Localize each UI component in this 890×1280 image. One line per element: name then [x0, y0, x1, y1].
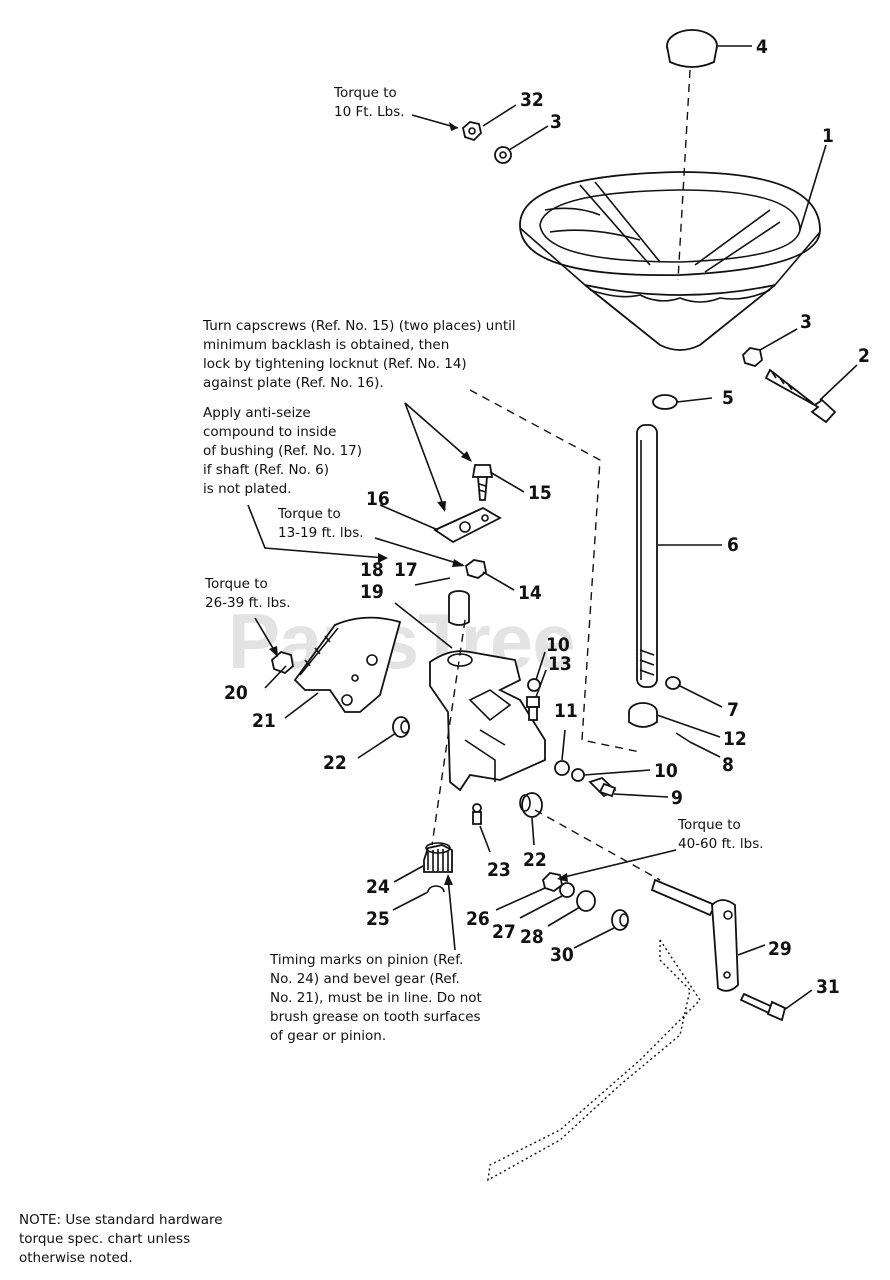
bushing-17 — [448, 590, 470, 626]
bushing-22b — [519, 792, 543, 818]
spacer-30 — [611, 909, 629, 931]
callout-16: 16 — [366, 488, 390, 510]
callout-5: 5 — [722, 387, 734, 409]
callout-7: 7 — [727, 699, 739, 721]
note-torque-32: Torque to 10 Ft. Lbs. — [334, 85, 405, 120]
callout-32: 32 — [520, 89, 544, 111]
callout-31: 31 — [816, 976, 840, 998]
nut-20 — [271, 650, 294, 675]
callout-9: 9 — [671, 787, 683, 809]
steering-arm-29 — [650, 878, 739, 992]
callout-6: 6 — [727, 534, 739, 556]
plate-16 — [433, 506, 502, 544]
callout-22a: 22 — [323, 752, 347, 774]
nut-32 — [462, 121, 482, 142]
steering-shaft — [636, 424, 658, 688]
callout-10b: 10 — [654, 760, 678, 782]
callout-18: 18 — [360, 559, 384, 581]
pin-7 — [665, 676, 681, 690]
callout-8: 8 — [722, 754, 734, 776]
note-footer: NOTE: Use standard hardware torque spec.… — [19, 1212, 223, 1266]
note-torque-14: Torque to 13-19 ft. lbs. — [278, 506, 364, 541]
callout-29: 29 — [768, 938, 792, 960]
callout-24: 24 — [366, 876, 390, 898]
callout-17: 17 — [394, 559, 418, 581]
callout-23: 23 — [487, 859, 511, 881]
callout-30: 30 — [550, 944, 574, 966]
washer-28 — [576, 890, 596, 912]
note-torque-20: Torque to 26-39 ft. lbs. — [205, 576, 291, 611]
pinion-24 — [423, 842, 453, 873]
washer-11 — [554, 760, 570, 776]
callout-15: 15 — [528, 482, 552, 504]
callout-3b: 3 — [800, 311, 812, 333]
callout-21: 21 — [252, 710, 276, 732]
note-capscrews: Turn capscrews (Ref. No. 15) (two places… — [203, 318, 516, 391]
collar-12 — [628, 702, 658, 728]
callout-2: 2 — [858, 345, 870, 367]
callout-27: 27 — [492, 921, 516, 943]
callout-10a: 10 — [546, 634, 570, 656]
callout-25: 25 — [366, 908, 390, 930]
callout-22b: 22 — [523, 849, 547, 871]
callout-19: 19 — [360, 581, 384, 603]
callout-4: 4 — [756, 36, 768, 58]
callout-3a: 3 — [550, 111, 562, 133]
capscrew-13 — [526, 696, 540, 721]
bushing-22a — [392, 716, 410, 738]
callout-13: 13 — [548, 653, 572, 675]
washer-5 — [652, 394, 678, 410]
callout-1: 1 — [822, 125, 834, 147]
bevel-gear-21 — [293, 616, 402, 713]
washer-3a — [494, 146, 512, 164]
washer-27 — [559, 882, 575, 898]
callout-12: 12 — [723, 728, 747, 750]
callout-20: 20 — [224, 682, 248, 704]
pin-8 — [675, 732, 691, 743]
callout-numbers: 4 32 3 1 3 2 5 15 16 6 18 17 14 19 10 13… — [224, 36, 870, 998]
steering-wheel — [519, 171, 821, 351]
note-timing-marks: Timing marks on pinion (Ref. No. 24) and… — [270, 952, 482, 1044]
callout-26: 26 — [466, 908, 490, 930]
drag-link — [487, 937, 701, 1182]
leader-lines — [247, 45, 858, 1011]
note-torque-26: Torque to 40-60 ft. lbs. — [678, 817, 764, 852]
clip-25 — [427, 885, 445, 893]
nut-26 — [542, 872, 563, 893]
bolt-2 — [764, 368, 837, 424]
locknut-14 — [464, 559, 487, 579]
housing-19 — [429, 650, 546, 792]
capscrew-15 — [471, 464, 494, 501]
callout-28: 28 — [520, 926, 544, 948]
capscrew-9 — [588, 776, 617, 798]
bolt-31 — [739, 992, 787, 1022]
washer-10b — [571, 768, 585, 782]
nut-3b — [742, 347, 763, 368]
note-anti-seize: Apply anti-seize compound to inside of b… — [203, 405, 363, 497]
grease-fitting-23 — [472, 803, 482, 825]
callout-14: 14 — [518, 582, 542, 604]
callout-11: 11 — [554, 700, 578, 722]
steering-cap — [666, 29, 718, 68]
